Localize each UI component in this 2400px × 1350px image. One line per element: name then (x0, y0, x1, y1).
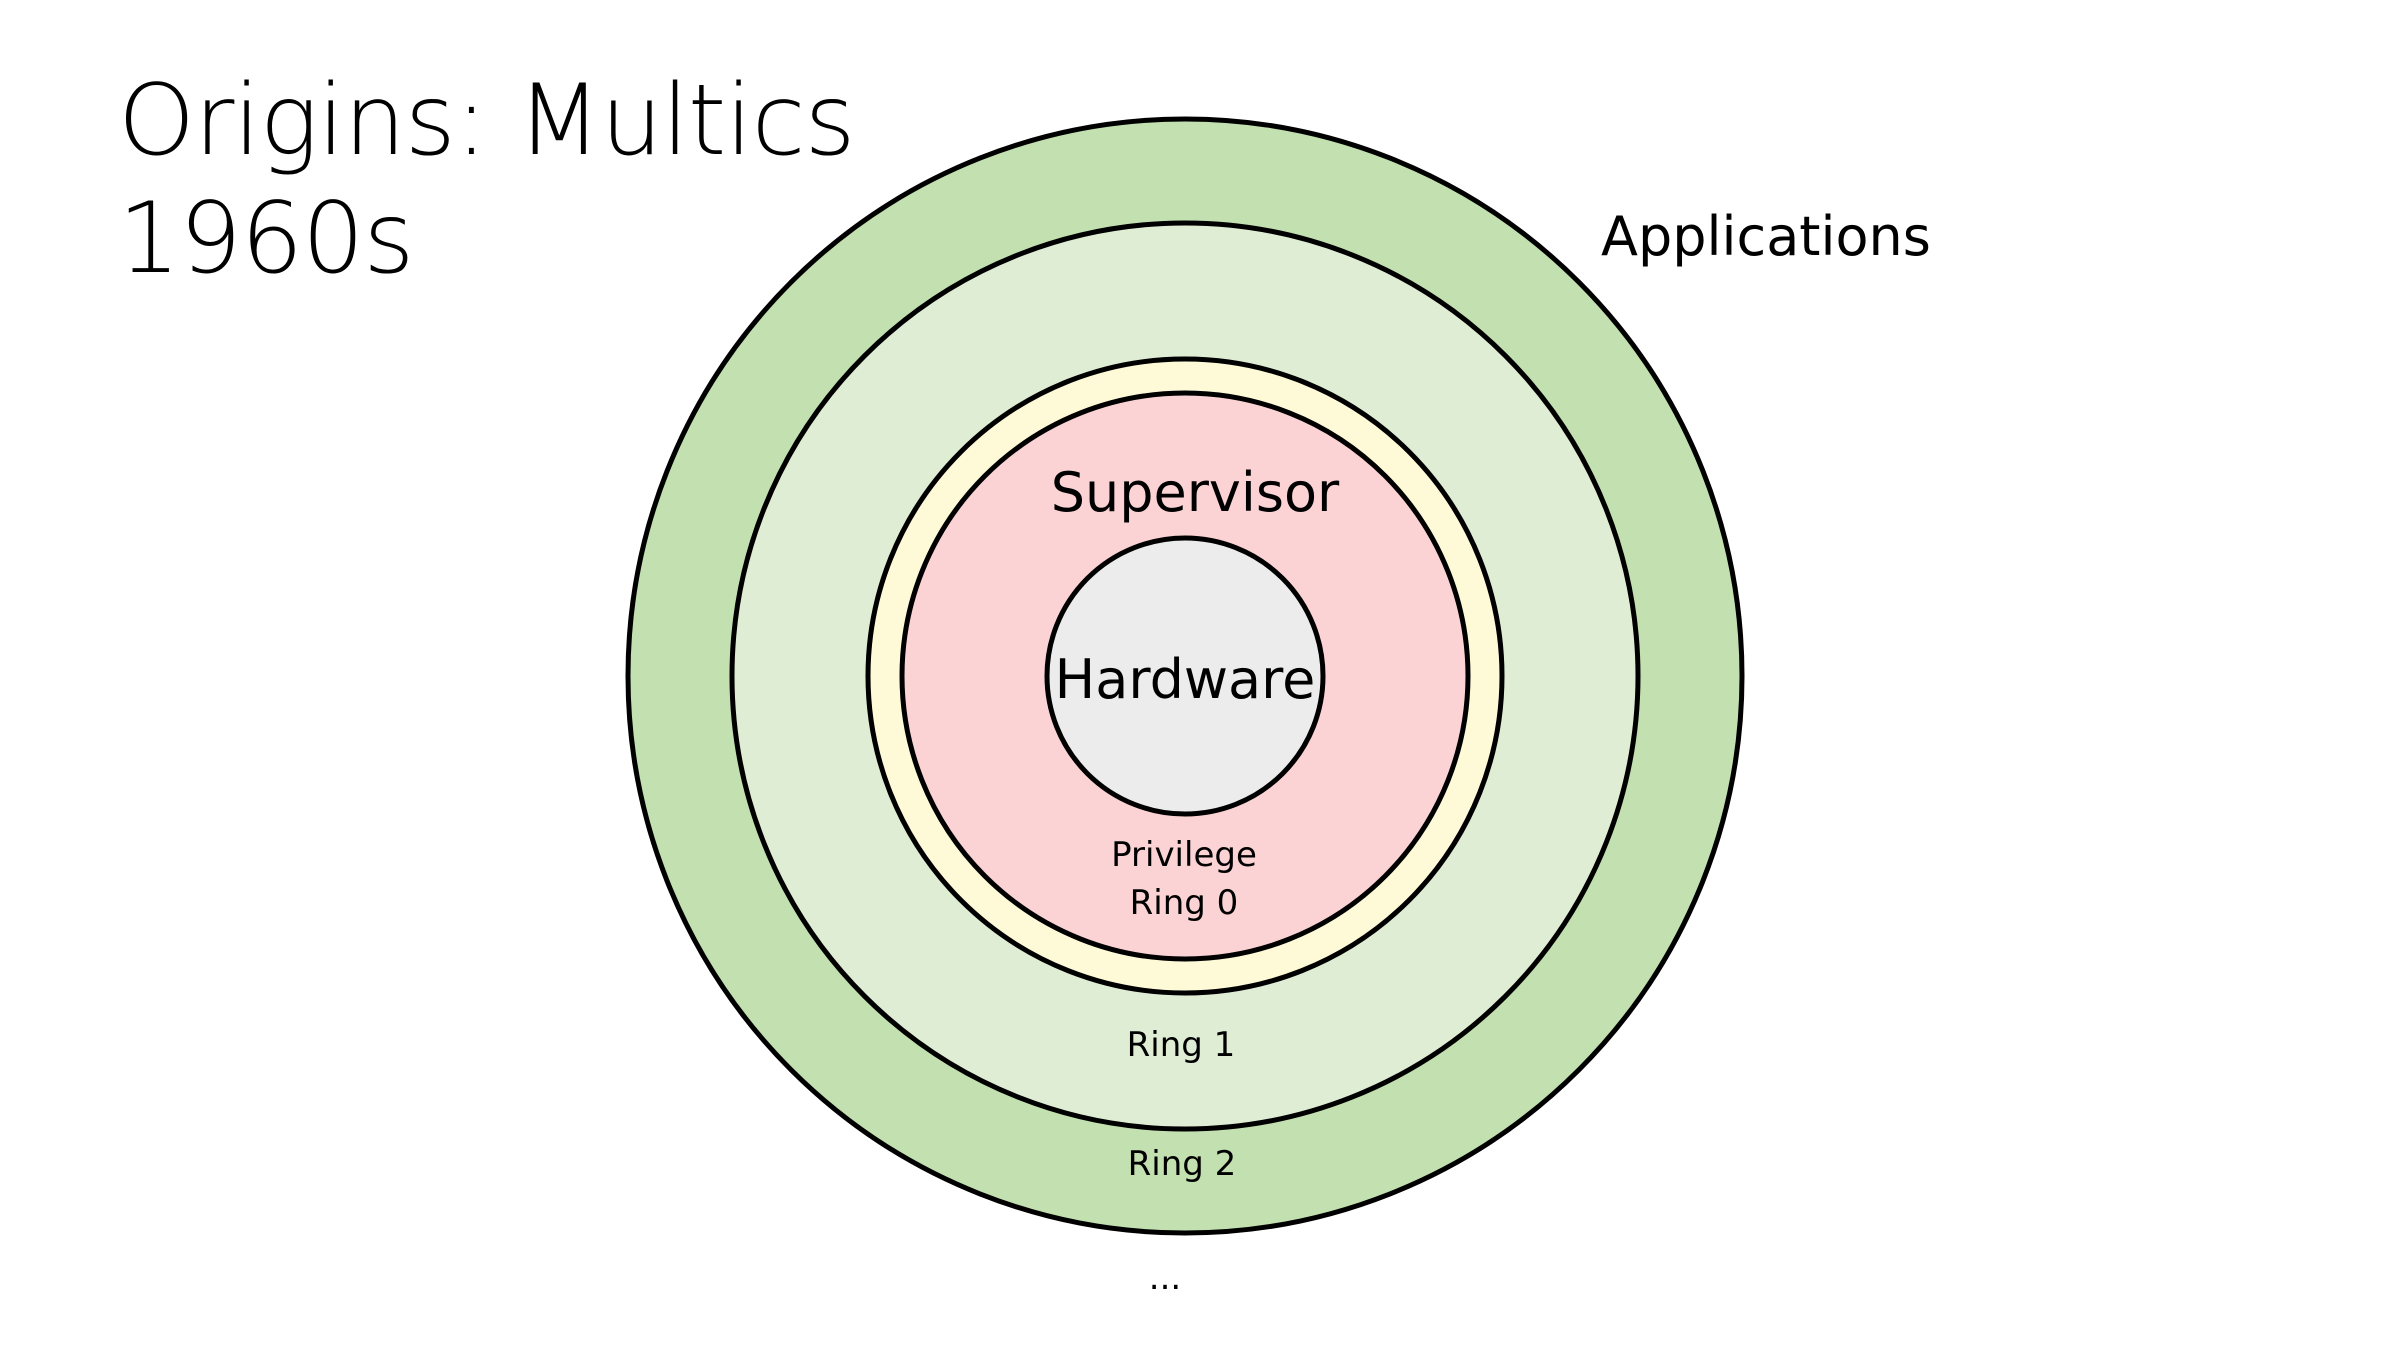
slide-title: Origins: Multics 1960s (118, 62, 856, 298)
privilege-label: Privilege (1111, 835, 1257, 875)
continuation-ellipsis: ... (1149, 1258, 1181, 1298)
ring-2-label: Ring 2 (1128, 1144, 1237, 1184)
hardware-circle (1044, 535, 1326, 817)
applications-label: Applications (1601, 205, 1931, 268)
slide-title-line-1: Origins: Multics (118, 64, 856, 178)
supervisor-label: Supervisor (1051, 461, 1340, 524)
hardware-label: Hardware (1055, 648, 1316, 711)
slide-title-line-2: 1960s (118, 182, 414, 296)
ring-1-label: Ring 1 (1127, 1025, 1236, 1065)
concentric-rings (625, 116, 1745, 1236)
ring-0-label: Ring 0 (1130, 883, 1239, 923)
